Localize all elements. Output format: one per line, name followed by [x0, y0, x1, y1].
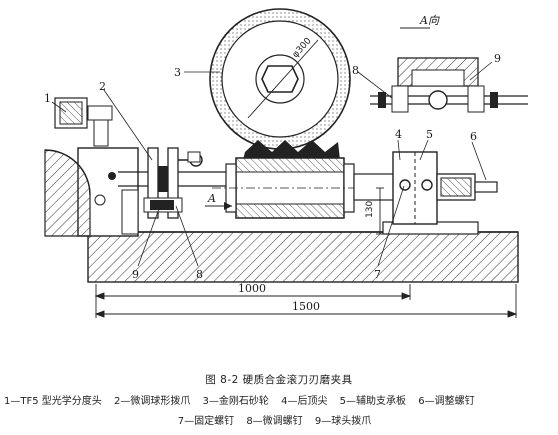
legend-item-9: 9—球头拨爪 — [314, 416, 372, 427]
legend-item-7: 7—固定螺钉 — [177, 416, 235, 427]
callout-3: 3 — [174, 66, 181, 79]
legend-item-2: 2—微调球形拨爪 — [113, 396, 191, 407]
callout-8-view: 8 — [352, 64, 359, 77]
dividing-head — [44, 97, 235, 237]
tailstock-support — [392, 151, 498, 225]
legend-item-1: 1—TF5 型光学分度头 — [4, 396, 102, 407]
dimension-lines — [94, 187, 518, 318]
callout-9-view: 9 — [494, 52, 501, 65]
machine-bed — [87, 221, 519, 283]
figure-caption: 图 8-2 硬质合金滚刀刃磨夹具 — [205, 374, 353, 386]
legend-item-5: 5—辅助支承板 — [339, 396, 407, 407]
dimension-130: 130 — [365, 201, 375, 218]
view-a-label: A向 — [419, 14, 440, 27]
legend-item-4: 4—后顶尖 — [281, 396, 328, 407]
legend-item-3: 3—金刚石砂轮 — [202, 396, 269, 407]
legend-row-1: 1—TF5 型光学分度头 2—微调球形拨爪 3—金刚石砂轮 4—后顶尖 5—辅助… — [4, 392, 556, 407]
fixture-drawing: 1 2 3 8 9 4 5 6 7 9 8 A向 A φ300 130 1000… — [44, 8, 528, 318]
callout-9: 9 — [132, 268, 139, 281]
callout-6: 6 — [470, 130, 477, 143]
legend-row-2: 7—固定螺钉 8—微调螺钉 9—球头拨爪 — [0, 412, 558, 427]
ball-claw-assembly — [143, 147, 203, 219]
callout-1: 1 — [44, 92, 51, 105]
callout-4: 4 — [395, 128, 402, 141]
view-a-detail — [370, 57, 528, 113]
legend-item-6: 6—调整螺钉 — [418, 396, 475, 407]
leader-lines — [51, 61, 493, 267]
arrow-a-label: A — [207, 192, 216, 205]
dimension-1500: 1500 — [292, 300, 320, 313]
dimension-1000: 1000 — [238, 282, 266, 295]
legend-item-8: 8—微调螺钉 — [246, 416, 303, 427]
hob-cutter — [212, 140, 410, 219]
callout-7: 7 — [374, 268, 381, 281]
callout-8: 8 — [196, 268, 203, 281]
callout-5: 5 — [426, 128, 433, 141]
callout-2: 2 — [99, 80, 106, 93]
diamond-grinding-wheel — [209, 8, 351, 150]
view-arrow-a — [205, 27, 430, 210]
